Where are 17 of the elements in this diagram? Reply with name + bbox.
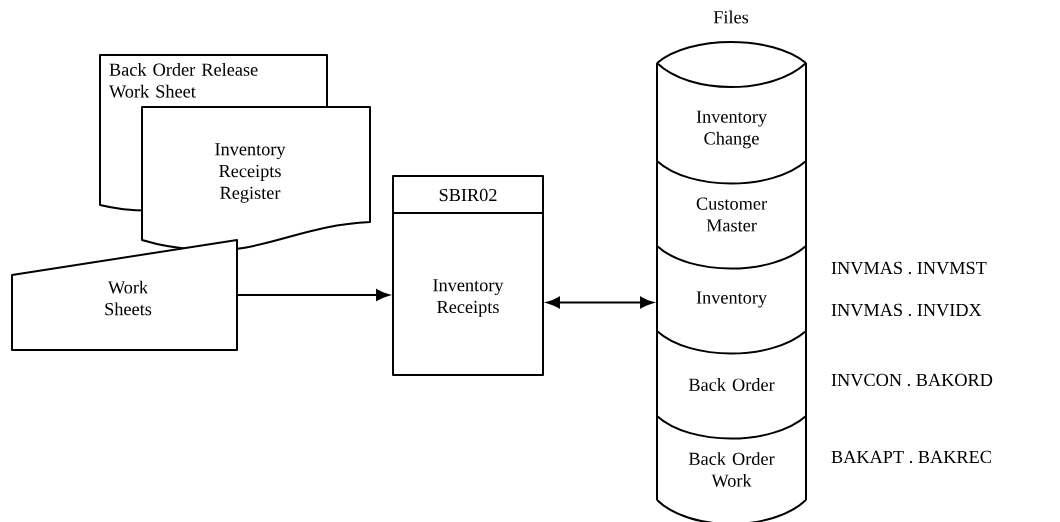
document-title: Inventory Receipts Register — [215, 143, 286, 203]
input-label: Work Sheets — [105, 280, 152, 316]
document-title: Back Order Release Work Sheet — [109, 63, 258, 98]
file-label: Back Order Work — [688, 452, 775, 487]
arrow — [237, 289, 390, 301]
dataset-name: BAKAPT . BAKREC — [831, 450, 991, 464]
dataset-name: INVMAS . INVMST — [831, 261, 987, 275]
cylinder-title: Files — [713, 10, 749, 24]
file-label: Customer Master — [696, 197, 767, 232]
dataset-name: INVCON . BAKORD — [831, 373, 993, 387]
program-name: SBIR02 — [439, 188, 497, 202]
process-label: Inventory Receipts — [433, 279, 504, 317]
arrow — [546, 296, 654, 309]
file-label: Inventory — [696, 291, 767, 308]
file-label: Inventory Change — [696, 110, 767, 149]
dataset-name: INVMAS . INVIDX — [831, 303, 982, 317]
file-label: Back Order — [688, 378, 775, 391]
